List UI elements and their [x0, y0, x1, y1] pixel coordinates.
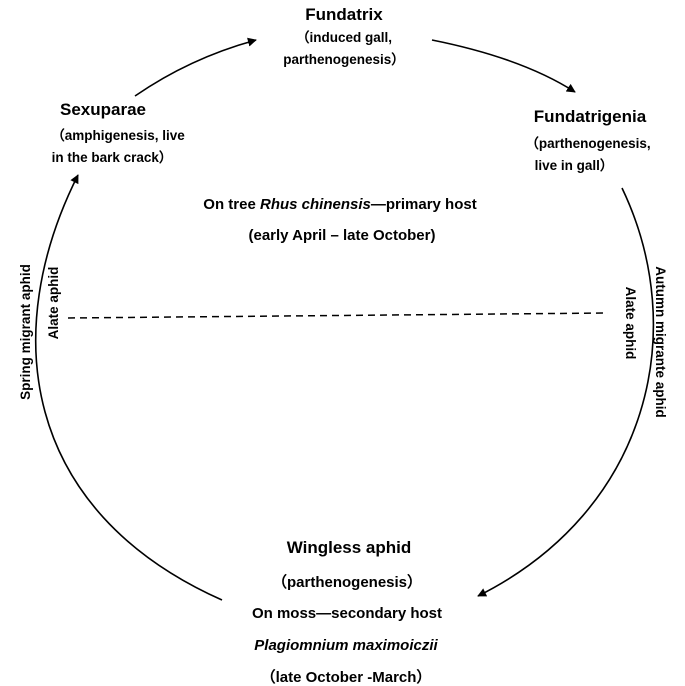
- primary-host-label: On tree Rhus chinensis—primary host: [203, 196, 476, 213]
- secondary-host-label: On moss—secondary host: [252, 605, 442, 622]
- arrow-sexuparae-to-fundatrix: [134, 37, 257, 97]
- fundatrigenia-line2: live in gall）: [535, 158, 614, 173]
- autumn-migrant-label: Autumn migrante aphid: [653, 266, 668, 418]
- sexuparae-title: Sexuparae: [60, 100, 146, 119]
- sexuparae-line2: in the bark crack）: [52, 150, 173, 165]
- fundatrix-line1: （induced gall,: [296, 30, 392, 45]
- wingless-aphid-title: Wingless aphid: [287, 538, 412, 557]
- primary-host-prefix: On tree: [203, 196, 260, 213]
- fundatrix-title: Fundatrix: [305, 5, 383, 24]
- primary-host-period: (early April – late October): [248, 227, 435, 244]
- secondary-host-period: （late October -March）: [261, 668, 432, 686]
- spring-migrant-label: Spring migrant aphid: [18, 264, 33, 400]
- primary-host-species: Rhus chinensis: [260, 196, 371, 213]
- sexuparae-line1: （amphigenesis, live: [51, 128, 185, 143]
- primary-host-suffix: —primary host: [371, 196, 477, 213]
- host-boundary-dashed-line: [67, 312, 609, 319]
- fundatrigenia-line1: （parthenogenesis,: [525, 136, 650, 151]
- arrow-fundatrix-to-fundatrigenia: [431, 39, 576, 93]
- alate-aphid-label-right: Alate aphid: [623, 287, 638, 360]
- fundatrigenia-title: Fundatrigenia: [534, 107, 647, 126]
- wingless-aphid-line1: （parthenogenesis）: [272, 573, 422, 591]
- arrow-spring-migration: [34, 174, 223, 601]
- arrow-autumn-migration: [477, 187, 655, 597]
- secondary-host-species: Plagiomnium maximoiczii: [254, 637, 438, 654]
- fundatrix-line2: parthenogenesis）: [283, 52, 405, 67]
- alate-aphid-label-left: Alate aphid: [46, 267, 61, 340]
